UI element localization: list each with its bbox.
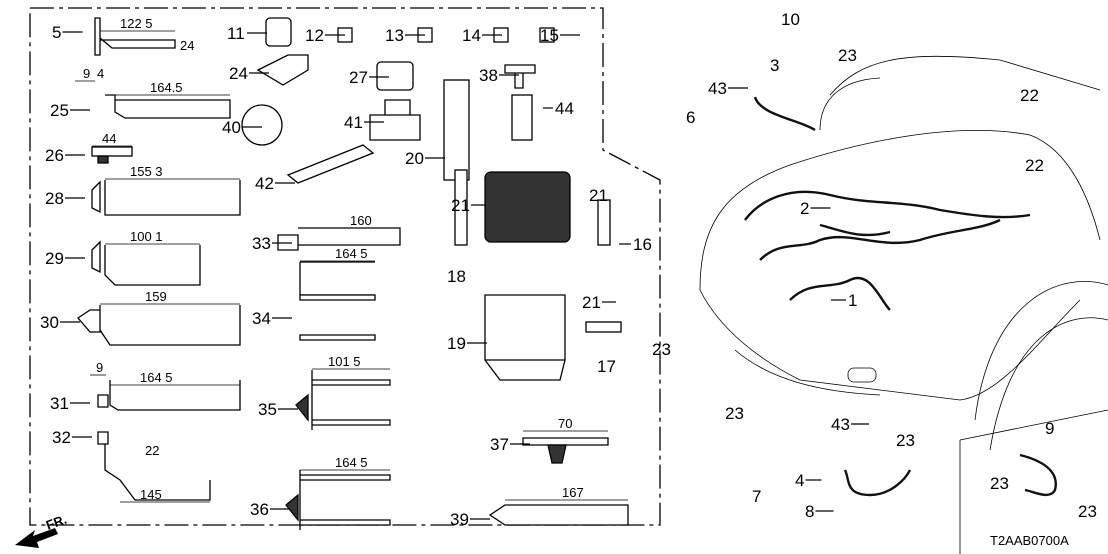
callout-21: 21 xyxy=(582,293,601,312)
dimension-label: 9 xyxy=(96,360,103,375)
callout-2: 2 xyxy=(800,199,809,218)
callout-18: 18 xyxy=(447,267,466,286)
callout-3: 3 xyxy=(770,56,779,75)
group-boundary xyxy=(29,7,661,526)
callout-20: 20 xyxy=(405,149,424,168)
callout-23: 23 xyxy=(725,404,744,423)
diagram-code: T2AAB0700A xyxy=(990,533,1069,548)
front-direction-label: FR. xyxy=(44,512,69,533)
dimension-label: 164 5 xyxy=(140,370,173,385)
callout-27: 27 xyxy=(349,68,368,87)
callout-39: 39 xyxy=(450,510,469,529)
callout-4: 4 xyxy=(795,471,804,490)
front-direction-arrow xyxy=(15,528,58,548)
callout-40: 40 xyxy=(222,118,241,137)
callout-34: 34 xyxy=(252,309,271,328)
callout-17: 17 xyxy=(597,357,616,376)
dimension-label: 100 1 xyxy=(130,229,163,244)
wire-harness xyxy=(744,96,1057,497)
callout-8: 8 xyxy=(805,502,814,521)
vehicle-outline xyxy=(699,55,1108,451)
callout-43: 43 xyxy=(831,415,850,434)
callout-23: 23 xyxy=(896,431,915,450)
dimension-label: 24 xyxy=(180,38,194,53)
callout-23: 23 xyxy=(1078,502,1097,521)
divider-line xyxy=(959,409,1108,441)
callout-24: 24 xyxy=(229,64,248,83)
callout-33: 33 xyxy=(252,234,271,253)
callout-12: 12 xyxy=(305,26,324,45)
callout-13: 13 xyxy=(385,26,404,45)
callout-30: 30 xyxy=(40,313,59,332)
dimension-label: 167 xyxy=(562,485,584,500)
callout-1: 1 xyxy=(848,291,857,310)
callout-42: 42 xyxy=(255,174,274,193)
callout-6: 6 xyxy=(686,108,695,127)
callout-22: 22 xyxy=(1025,156,1044,175)
dimension-label: 122 5 xyxy=(120,16,153,31)
dimension-label: 70 xyxy=(558,416,572,431)
dimension-label: 164 5 xyxy=(335,455,368,470)
dimension-label: 164.5 xyxy=(150,80,183,95)
callout-26: 26 xyxy=(45,146,64,165)
callout-25: 25 xyxy=(50,101,69,120)
dimension-label: 101 5 xyxy=(328,354,361,369)
callout-15: 15 xyxy=(540,26,559,45)
callout-23: 23 xyxy=(652,340,671,359)
callout-38: 38 xyxy=(479,66,498,85)
dimension-label: 159 xyxy=(145,289,167,304)
dimension-label: 9 xyxy=(83,66,90,81)
callout-21: 21 xyxy=(589,186,608,205)
left-brackets xyxy=(77,17,241,501)
callout-14: 14 xyxy=(462,26,481,45)
callout-37: 37 xyxy=(490,435,509,454)
callout-9: 9 xyxy=(1045,419,1054,438)
callout-23: 23 xyxy=(990,474,1009,493)
callout-43: 43 xyxy=(708,79,727,98)
callout-41: 41 xyxy=(344,113,363,132)
callout-10: 10 xyxy=(781,10,800,29)
callout-16: 16 xyxy=(633,235,652,254)
callout-36: 36 xyxy=(250,500,269,519)
callout-35: 35 xyxy=(258,400,277,419)
callout-22: 22 xyxy=(1020,86,1039,105)
dimension-label: 155 3 xyxy=(130,164,163,179)
callout-31: 31 xyxy=(50,394,69,413)
callout-44: 44 xyxy=(555,99,574,118)
dimension-label: 145 xyxy=(140,487,162,502)
callout-21: 21 xyxy=(451,196,470,215)
middle-parts xyxy=(241,17,629,530)
callout-23: 23 xyxy=(838,46,857,65)
callout-29: 29 xyxy=(45,249,64,268)
callout-5: 5 xyxy=(52,23,61,42)
callout-28: 28 xyxy=(45,189,64,208)
dimension-label: 44 xyxy=(102,131,116,146)
dimension-label: 164 5 xyxy=(335,246,368,261)
callout-7: 7 xyxy=(752,487,761,506)
dimension-label: 160 xyxy=(350,213,372,228)
callout-19: 19 xyxy=(447,334,466,353)
callout-32: 32 xyxy=(52,428,71,447)
callout-11: 11 xyxy=(227,24,245,43)
dimension-label: 4 xyxy=(97,66,104,81)
dimension-label: 22 xyxy=(145,443,159,458)
